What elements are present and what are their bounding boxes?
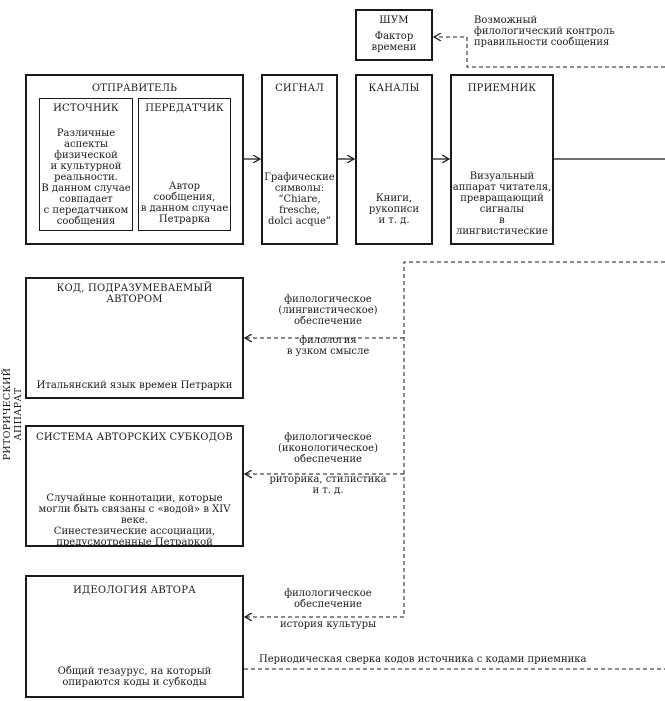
channels-text: Книги, рукописи и т. д. (368, 193, 420, 226)
code-note-lower: филология в узком смысле (286, 335, 370, 357)
feedback-dashed-line (403, 261, 665, 617)
ideology-note-upper: филологическое обеспечение (284, 588, 372, 610)
ideology-note-lower: история культуры (279, 619, 377, 630)
signal-text: Графические символы: “Chiare, fresche, d… (264, 172, 335, 227)
ideology-text: Общий тезаурус, на который опираются код… (57, 666, 212, 688)
channels-title: КАНАЛЫ (368, 83, 420, 94)
subcodes-note-lower: риторика, стилистика и т. д. (269, 474, 387, 496)
source-box: ИСТОЧНИК Различные аспекты физической и … (39, 98, 133, 231)
code-text: Итальянский язык времен Петрарки (36, 380, 233, 391)
code-title: КОД, ПОДРАЗУМЕВАЕМЫЙ АВТОРОМ (56, 283, 213, 305)
noise-dashed-line (434, 37, 665, 68)
sender-title: ОТПРАВИТЕЛЬ (91, 83, 178, 94)
source-title: ИСТОЧНИК (53, 103, 119, 114)
subcodes-title: СИСТЕМА АВТОРСКИХ СУБКОДОВ (36, 432, 233, 443)
code-note-upper: филологическое (лингвистическое) обеспеч… (278, 294, 378, 327)
receiver-text: Визуальный аппарат читателя, превращающи… (452, 171, 552, 237)
channels-box: КАНАЛЫ Книги, рукописи и т. д. (355, 74, 433, 245)
noise-note: Возможный филологический контроль правил… (474, 15, 615, 48)
ideology-box: ИДЕОЛОГИЯ АВТОРА Общий тезаурус, на кото… (25, 575, 244, 698)
subcodes-text: Случайные коннотации, которые могли быть… (38, 493, 231, 548)
subcodes-note-upper: филологическое (иконологическое) обеспеч… (277, 432, 379, 465)
side-label: РИТОРИЧЕСКИЙ АППАРАТ (2, 367, 24, 461)
bottom-note: Периодическая сверка кодов источника с к… (259, 654, 587, 665)
noise-title: ШУМ (379, 15, 409, 26)
code-box: КОД, ПОДРАЗУМЕВАЕМЫЙ АВТОРОМ Итальянский… (25, 277, 244, 399)
ideology-title: ИДЕОЛОГИЯ АВТОРА (73, 585, 196, 596)
transmitter-title: ПЕРЕДАТЧИК (145, 103, 224, 114)
receiver-box: ПРИЕМНИК Визуальный аппарат читателя, пр… (450, 74, 554, 245)
noise-box: ШУМ Фактор времени (355, 9, 433, 61)
noise-text: Фактор времени (371, 31, 417, 53)
subcodes-box: СИСТЕМА АВТОРСКИХ СУБКОДОВ Случайные кон… (25, 425, 244, 548)
signal-box: СИГНАЛ Графические символы: “Chiare, fre… (261, 74, 338, 245)
transmitter-text: Автор сообщения, в данном случае Петрарк… (140, 181, 229, 225)
transmitter-box: ПЕРЕДАТЧИК Автор сообщения, в данном слу… (138, 98, 231, 231)
signal-title: СИГНАЛ (275, 83, 324, 94)
receiver-title: ПРИЕМНИК (467, 83, 537, 94)
source-text: Различные аспекты физической и культурно… (41, 128, 131, 227)
